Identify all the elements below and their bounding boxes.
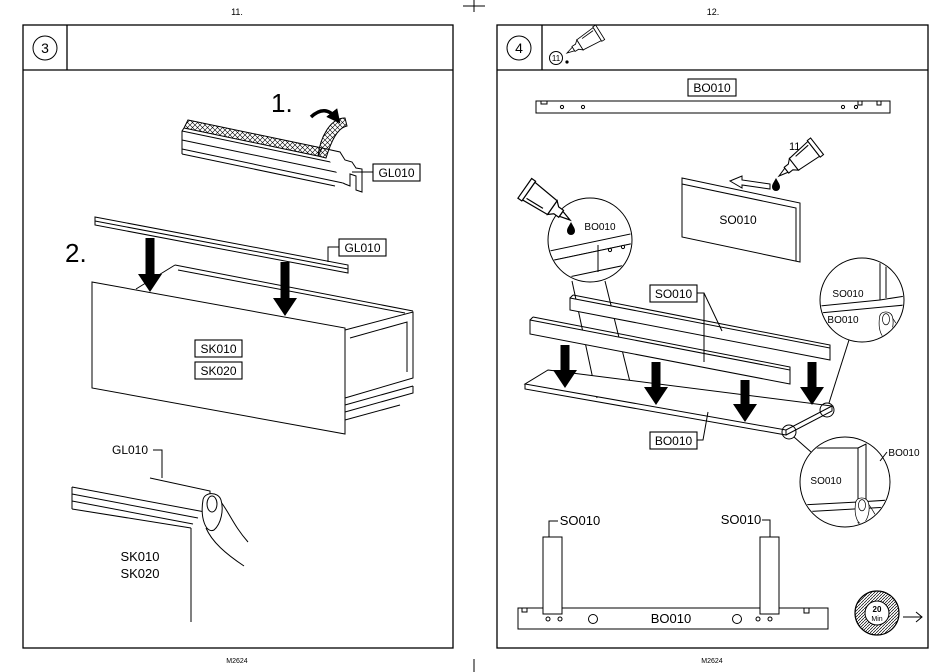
part-label: SO010	[560, 513, 600, 528]
page-number: 11.	[231, 7, 243, 17]
part-label: BO010	[584, 222, 616, 233]
side-board-left	[543, 537, 562, 614]
part-label: SK020	[120, 566, 159, 581]
glue-ref: 11	[552, 54, 561, 63]
time-unit: Min	[871, 616, 882, 623]
part-label: SK010	[200, 342, 236, 356]
page-left: 11. 3 1. GL010 2.	[23, 7, 453, 665]
substep-2-rail-insert: 2. GL010 SK010 SK020	[65, 217, 413, 434]
time-value: 20	[873, 605, 882, 614]
part-label: SO010	[719, 213, 757, 227]
step-number: 3	[41, 40, 49, 56]
side-board-back	[570, 298, 830, 360]
part-label: GL010	[378, 166, 414, 180]
glue-tube-icon	[562, 25, 604, 60]
footer-code: M2624	[226, 658, 248, 665]
clock-icon: 20 Min	[855, 591, 899, 635]
part-label: BO010	[693, 81, 731, 95]
arrow-right-icon	[903, 612, 922, 622]
substep-1-label: 1.	[271, 88, 293, 118]
zoom-top-detail: SO010 BO010	[820, 258, 911, 363]
curved-arrow-icon	[311, 111, 336, 118]
part-label: GL010	[344, 241, 380, 255]
side-board-right	[760, 537, 779, 614]
adhesive-tape	[184, 120, 322, 156]
side-board-glue: 11 SO010	[682, 138, 824, 262]
part-label: BO010	[827, 315, 859, 326]
down-arrow-icon	[800, 362, 824, 405]
crop-marks	[463, 0, 485, 672]
part-label: BO010	[651, 611, 691, 626]
bottom-board-overview: BO010	[536, 79, 890, 113]
final-assembly: SO010 SO010 BO010	[518, 512, 828, 629]
page-right: 12. 4 11 BO010 11	[497, 7, 928, 665]
part-label: SO010	[832, 289, 864, 300]
substep-2-label: 2.	[65, 238, 87, 268]
part-label: SO010	[655, 287, 693, 301]
page-number: 12.	[707, 7, 720, 17]
part-label: SO010	[810, 476, 842, 487]
step-number: 4	[515, 40, 523, 56]
part-label: BO010	[888, 448, 920, 459]
part-label: SK020	[200, 364, 236, 378]
drawer-front	[92, 282, 345, 434]
down-arrow-icon	[138, 238, 162, 292]
assembly-side-boards: SO010 BO010	[525, 285, 849, 452]
part-label: BO010	[655, 434, 693, 448]
footer-code: M2624	[701, 658, 723, 665]
hand-icon	[202, 494, 248, 566]
zoom-glue-detail: BO010	[518, 179, 640, 398]
part-label: GL010	[112, 443, 148, 457]
glue-requirement: 11	[550, 25, 605, 64]
substep-1-rail-peel: 1. GL010	[182, 88, 420, 192]
part-label: SK010	[120, 549, 159, 564]
detail-rail-press: GL010 SK010 SK020	[72, 443, 248, 622]
zoom-bottom-detail: SO010 BO010	[800, 437, 920, 549]
part-label: SO010	[721, 512, 761, 527]
